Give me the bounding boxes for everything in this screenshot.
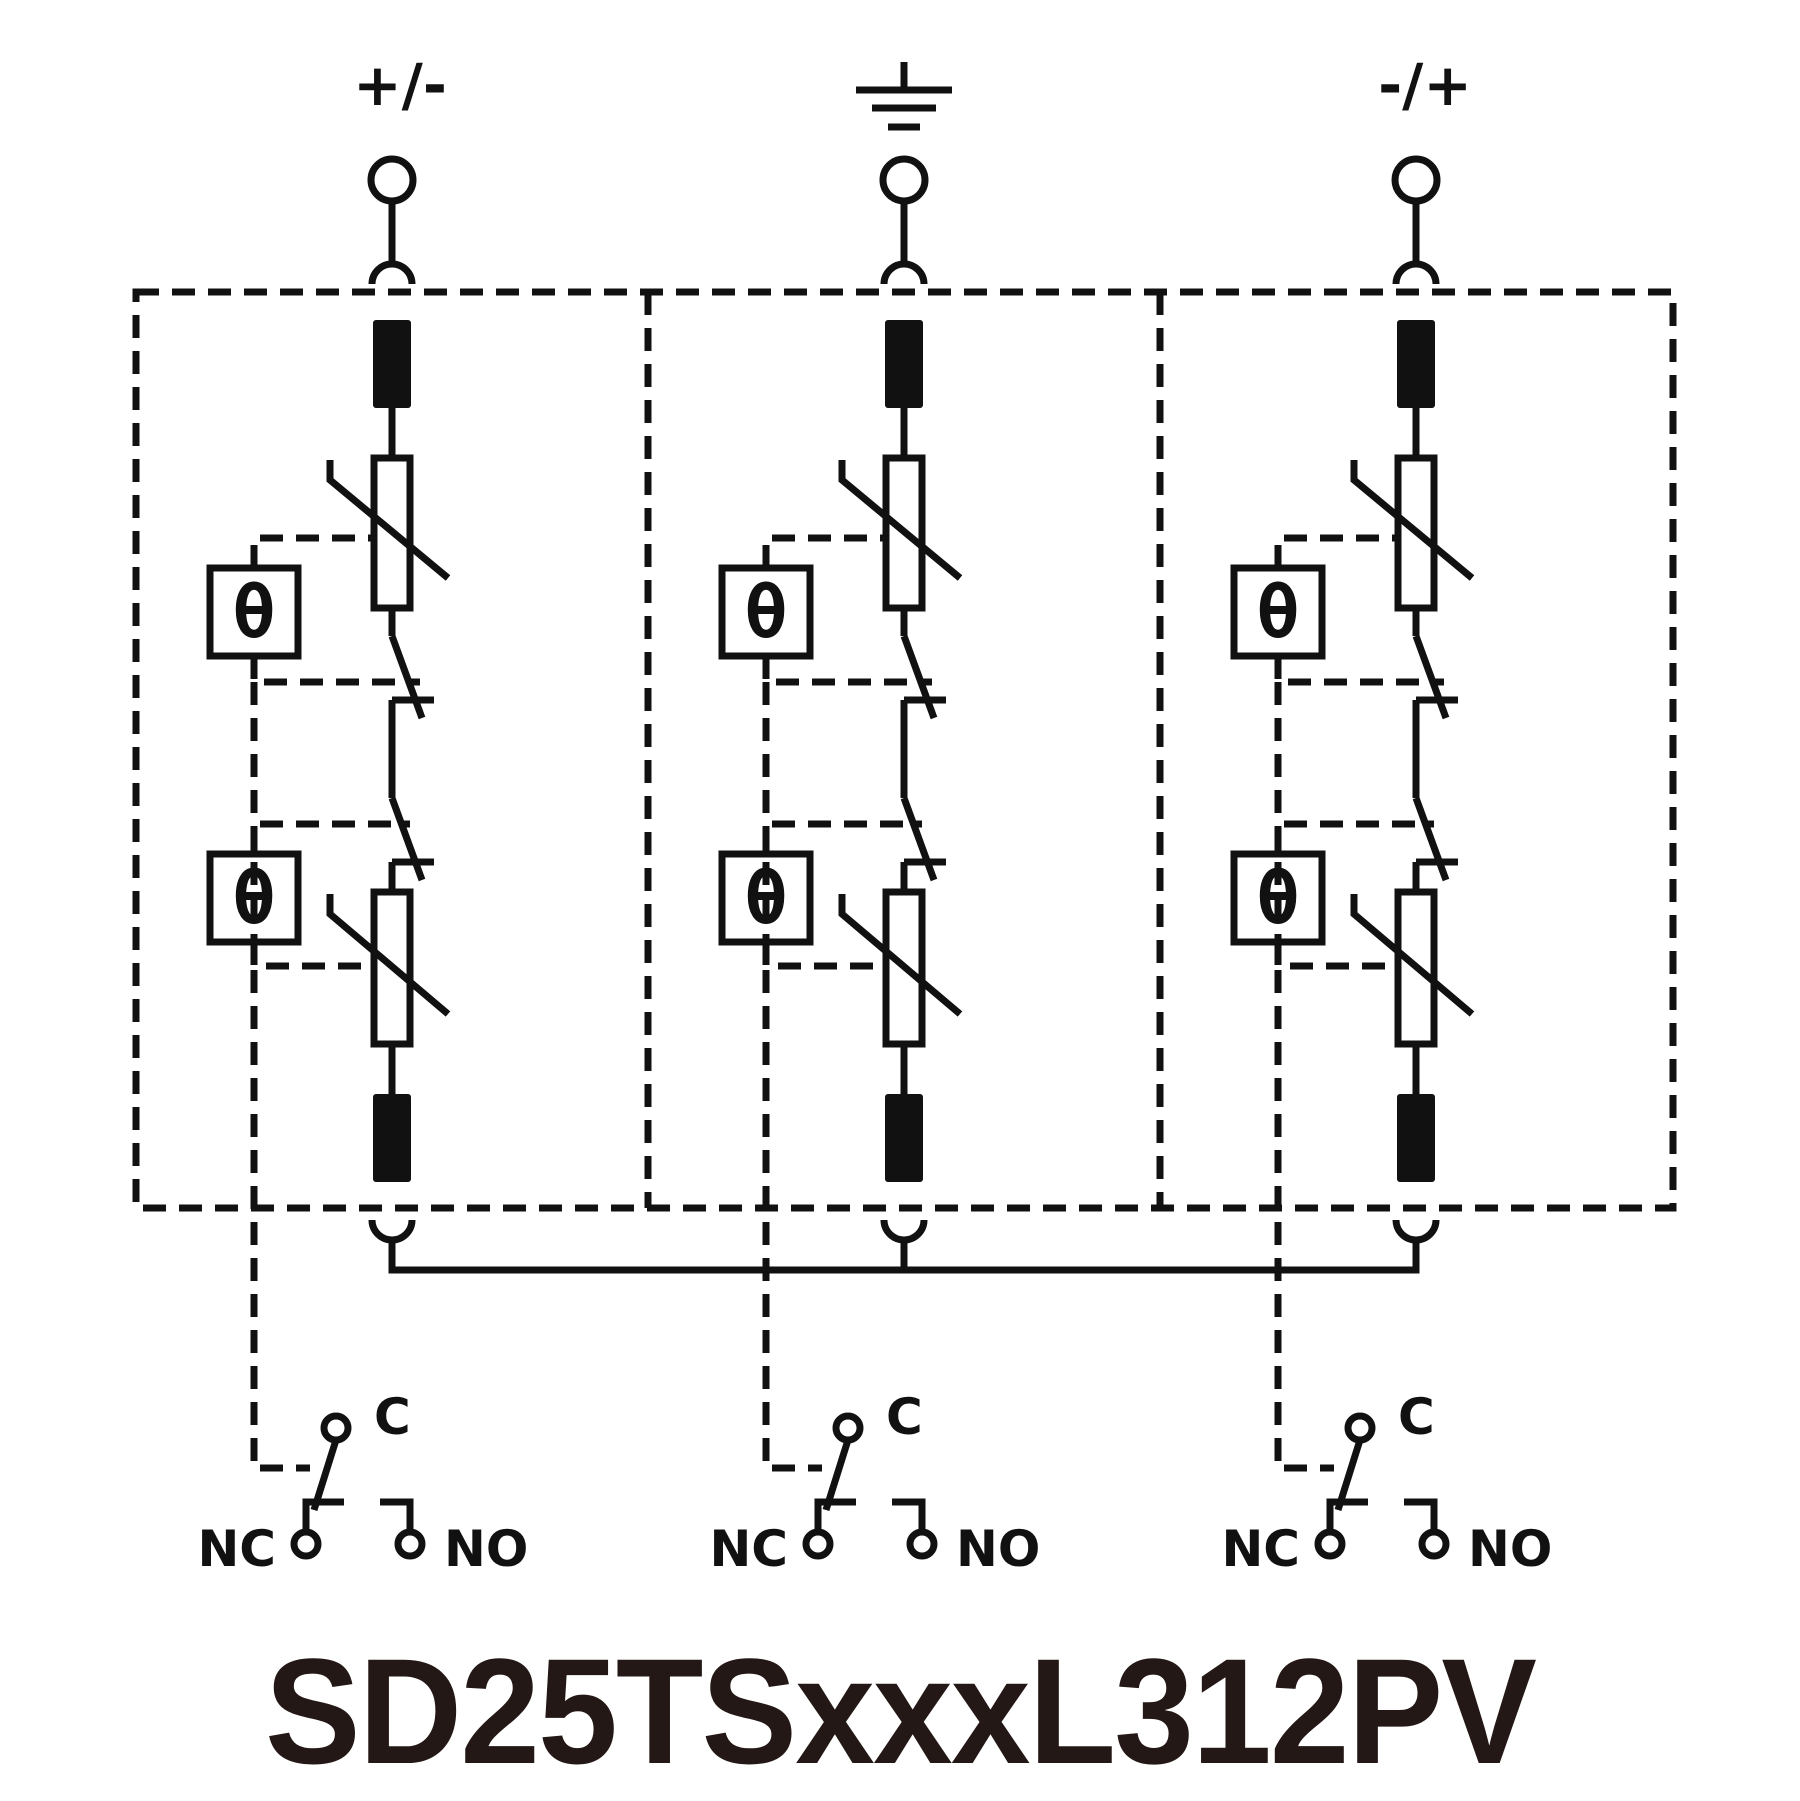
contact-no-lead	[1404, 1498, 1438, 1530]
fuse-icon	[373, 1094, 411, 1182]
contact-no-icon	[394, 1528, 426, 1560]
theta-label: θ	[744, 570, 787, 654]
contact-nc-lead	[1326, 1498, 1368, 1530]
varistor-slash	[838, 460, 963, 581]
thermal-coupling	[250, 942, 374, 970]
protection-module-3: θ θ C NC NO	[1221, 155, 1552, 1578]
varistor-slash	[326, 460, 451, 581]
plug-connector-icon	[368, 1219, 416, 1244]
remote-signal-link	[250, 682, 310, 1472]
contact-label-no: NO	[956, 1520, 1040, 1578]
theta-label: θ	[1256, 570, 1299, 654]
contact-label-common: C	[1398, 1388, 1435, 1446]
contact-nc-icon	[802, 1528, 834, 1560]
model-number: SD25TSxxxL312PV	[265, 1627, 1537, 1795]
plug-connector-icon	[1392, 1219, 1440, 1244]
theta-label: θ	[232, 570, 275, 654]
remote-signal-link	[762, 682, 822, 1472]
terminal-icon	[367, 155, 417, 205]
thermal-switch-icon	[1412, 634, 1450, 720]
varistor-slash	[1350, 894, 1475, 1017]
module-enclosure	[132, 288, 1677, 1212]
contact-switch-icon	[1334, 1438, 1364, 1512]
thermal-switch-icon	[900, 634, 938, 720]
contact-no-icon	[906, 1528, 938, 1560]
contact-label-common: C	[886, 1388, 923, 1446]
protection-module-1: θ θ C NC NO	[197, 155, 528, 1578]
varistor-slash	[326, 894, 451, 1017]
contact-nc-icon	[290, 1528, 322, 1560]
thermal-switch-icon	[388, 634, 426, 720]
contact-common-icon	[1344, 1412, 1376, 1444]
thermal-coupling	[250, 656, 420, 686]
contact-label-nc: NC	[1221, 1520, 1300, 1578]
contact-no-lead	[892, 1498, 926, 1530]
protection-module-2: θ θ C NC NO	[709, 155, 1040, 1578]
contact-label-common: C	[374, 1388, 411, 1446]
thermal-coupling	[1274, 534, 1398, 568]
varistor-slash	[1350, 460, 1475, 581]
fuse-icon	[885, 320, 923, 408]
thermal-switch-icon	[900, 796, 938, 882]
plug-connector-icon	[880, 1219, 928, 1244]
contact-label-no: NO	[1468, 1520, 1552, 1578]
fuse-icon	[885, 1094, 923, 1182]
fuse-icon	[373, 320, 411, 408]
common-bus	[388, 1240, 1420, 1274]
contact-no-icon	[1418, 1528, 1450, 1560]
thermal-coupling	[250, 820, 410, 854]
contact-nc-lead	[302, 1498, 344, 1530]
thermal-coupling	[762, 820, 922, 854]
varistor-icon	[370, 454, 414, 612]
terminal-icon	[879, 155, 929, 205]
terminal-label-left: +/-	[353, 51, 447, 119]
thermal-switch-icon	[388, 796, 426, 882]
ground-icon	[856, 62, 952, 131]
plug-connector-icon	[1392, 260, 1440, 285]
terminal-icon	[1391, 155, 1441, 205]
contact-common-icon	[832, 1412, 864, 1444]
thermal-coupling	[1274, 656, 1444, 686]
contact-label-no: NO	[444, 1520, 528, 1578]
plug-connector-icon	[368, 260, 416, 285]
fuse-icon	[1397, 320, 1435, 408]
contact-switch-icon	[310, 1438, 340, 1512]
thermal-coupling	[762, 942, 886, 970]
remote-signal-link	[1274, 682, 1334, 1472]
contact-nc-icon	[1314, 1528, 1346, 1560]
thermal-coupling	[1274, 942, 1398, 970]
varistor-slash	[838, 894, 963, 1017]
plug-connector-icon	[880, 260, 928, 285]
contact-label-nc: NC	[197, 1520, 276, 1578]
thermal-coupling	[1274, 820, 1434, 854]
thermal-switch-icon	[1412, 796, 1450, 882]
fuse-icon	[1397, 1094, 1435, 1182]
contact-label-nc: NC	[709, 1520, 788, 1578]
contact-switch-icon	[822, 1438, 852, 1512]
contact-common-icon	[320, 1412, 352, 1444]
thermal-coupling	[250, 534, 374, 568]
contact-nc-lead	[814, 1498, 856, 1530]
contact-no-lead	[380, 1498, 414, 1530]
thermal-coupling	[762, 534, 886, 568]
terminal-label-right: -/+	[1378, 51, 1472, 119]
thermal-coupling	[762, 656, 932, 686]
